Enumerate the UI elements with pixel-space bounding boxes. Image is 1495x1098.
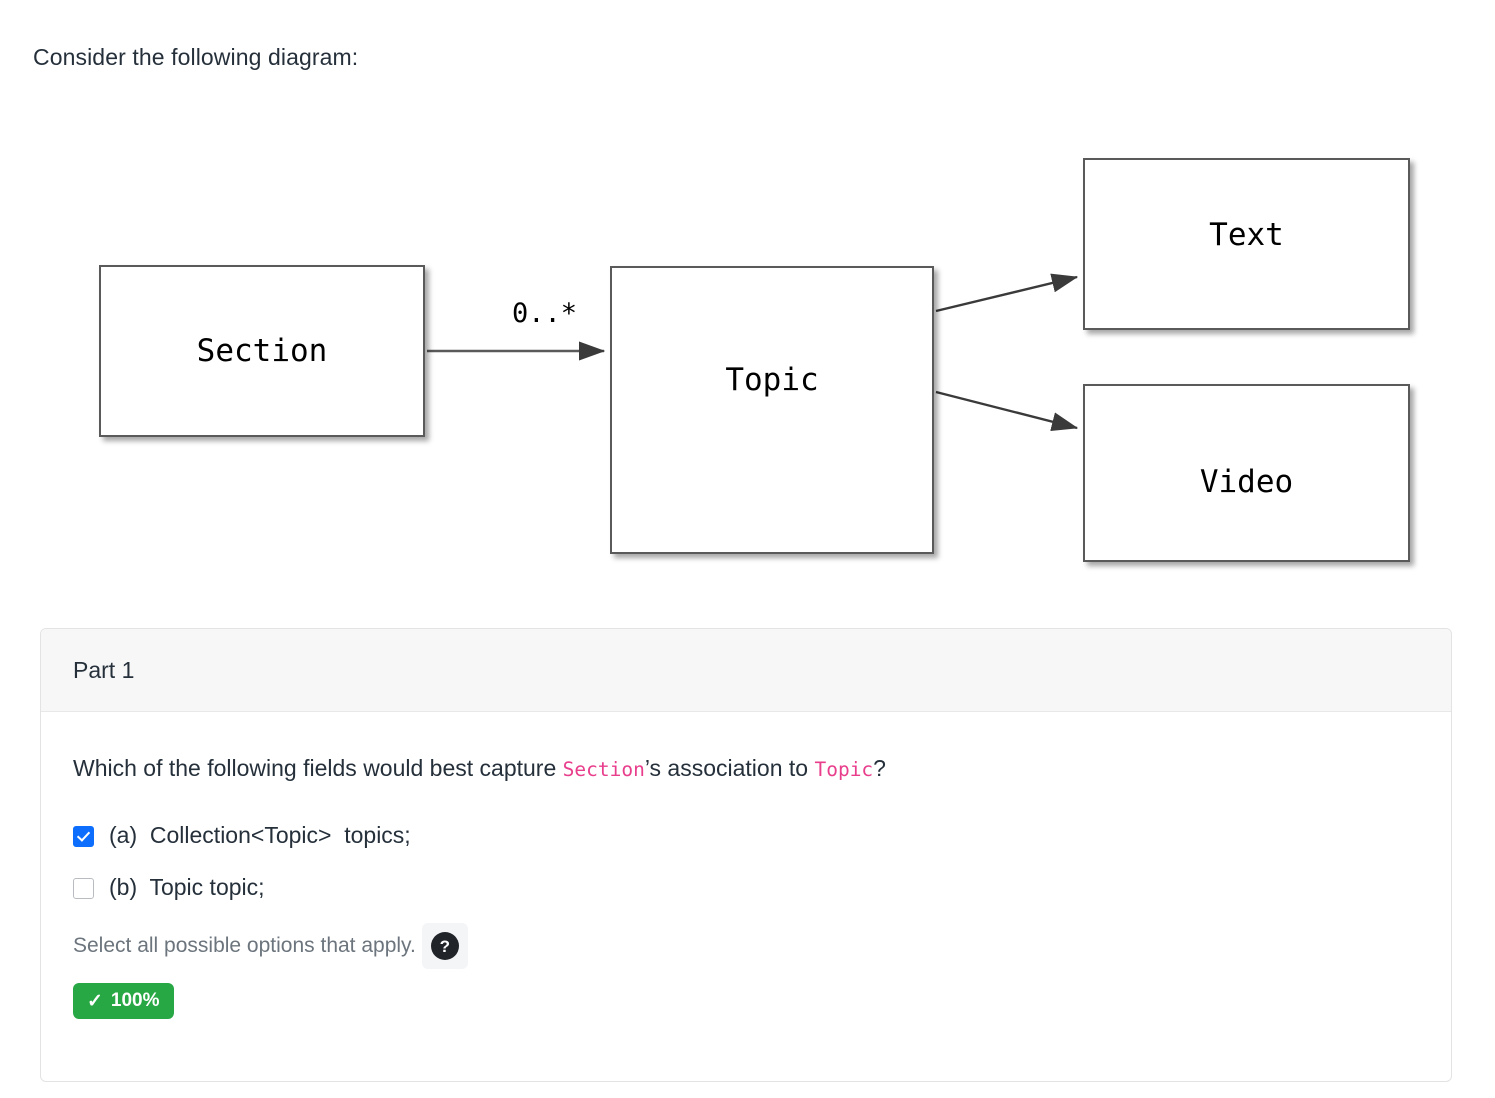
edge-topic-video xyxy=(935,390,1079,432)
edge-topic-text xyxy=(935,273,1079,313)
page-title: Part 1 xyxy=(73,656,135,683)
status-badge: ✓ 100% xyxy=(73,983,174,1019)
option-a-label: (a) Collection<Topic> topics; xyxy=(109,822,411,848)
uml-box-text-label: Text xyxy=(1209,217,1284,253)
card-header: Part 1 xyxy=(41,629,1451,712)
option-b-label: (b) Topic topic; xyxy=(109,874,265,900)
uml-multiplicity-label: 0..* xyxy=(512,298,578,329)
question-mark-icon[interactable]: ? xyxy=(430,932,459,960)
check-icon: ✓ xyxy=(87,990,103,1012)
score-value: 100% xyxy=(110,990,160,1011)
uml-box-topic: Topic xyxy=(610,266,934,554)
uml-box-text: Text xyxy=(1083,158,1410,330)
option-row-a[interactable]: (a) Collection<Topic> topics; xyxy=(73,819,1419,851)
question-prompt: Which of the following fields would best… xyxy=(73,752,1419,786)
uml-box-video-label: Video xyxy=(1199,464,1294,500)
inline-code-section: Section xyxy=(562,758,645,781)
uml-box-section-label: Section xyxy=(196,333,328,369)
hint-row: Select all possible options that apply. … xyxy=(73,923,1419,969)
intro-text: Consider the following diagram: xyxy=(33,44,359,70)
inline-code-topic: Topic xyxy=(814,758,874,781)
question-prompt-middle: ’s association to xyxy=(644,755,815,781)
question-prompt-suffix: ? xyxy=(873,755,886,781)
uml-box-topic-label: Topic xyxy=(725,362,819,398)
question-prompt-prefix: Which of the following fields would best… xyxy=(73,755,563,781)
uml-box-section: Section xyxy=(99,265,425,437)
help-button[interactable]: ? xyxy=(421,923,468,969)
uml-box-video: Video xyxy=(1083,384,1410,562)
checkbox-option-b[interactable] xyxy=(73,878,94,899)
option-row-b[interactable]: (b) Topic topic; xyxy=(73,871,1419,903)
uml-class-diagram: Section Topic Text Video 0..* xyxy=(0,120,1495,600)
hint-text: Select all possible options that apply. xyxy=(73,934,416,957)
uml-edges-layer xyxy=(427,273,1079,432)
question-card: Part 1 Which of the following fields wou… xyxy=(40,628,1452,1082)
checkbox-option-a[interactable] xyxy=(73,826,94,847)
card-body: Which of the following fields would best… xyxy=(41,712,1451,1019)
